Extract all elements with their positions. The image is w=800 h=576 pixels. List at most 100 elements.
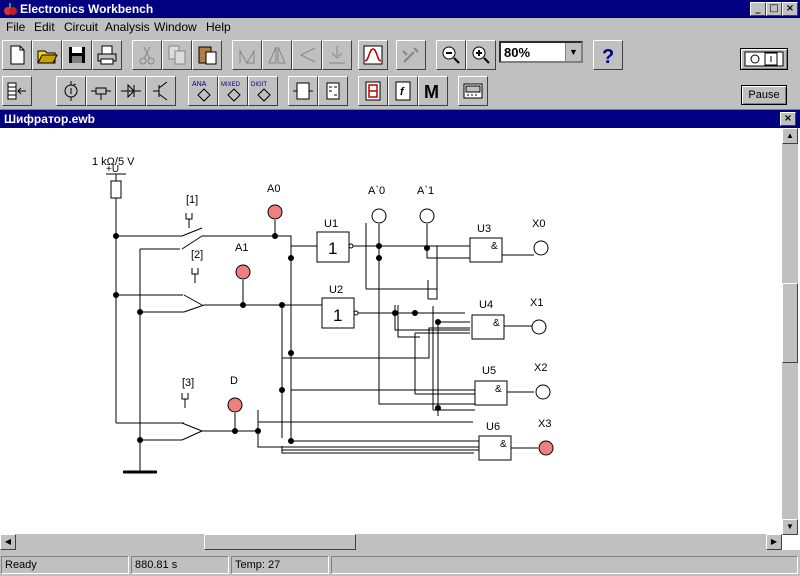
gate-u6-symbol: & [500,439,507,450]
menu-edit[interactable]: Edit [34,20,55,34]
switch-1-label: [1] [186,194,198,206]
menu-bar: File Edit Circuit Analysis Window Help [0,18,800,37]
probe-d[interactable] [227,397,243,413]
scroll-down-button[interactable]: ▼ [782,519,798,535]
flip-flop-icon [326,82,340,100]
diodes-bin-button[interactable] [116,76,146,106]
flip-horizontal-icon [268,46,286,64]
copy-button[interactable] [162,40,192,70]
logic-gates-bin-button[interactable] [288,76,318,106]
minimize-button[interactable]: _ [750,2,766,16]
document-close-button[interactable]: × [780,112,796,126]
menu-help[interactable]: Help [206,20,231,34]
status-time: 880.81 s [131,556,229,574]
inverter-bubble-u2 [353,310,359,316]
paste-button[interactable] [192,40,222,70]
menu-file[interactable]: File [6,20,26,34]
miscellaneous-bin-button[interactable]: M [418,76,448,106]
help-topics-button[interactable] [396,40,426,70]
gate-u6[interactable] [478,435,512,461]
scroll-right-button[interactable]: ▶ [766,534,782,550]
probe-a0-inv-label: A`0 [368,185,385,197]
print-button[interactable] [92,40,122,70]
transistor-icon [153,81,168,101]
menu-circuit[interactable]: Circuit [64,20,99,34]
chevron-down-icon[interactable]: ▼ [565,43,581,61]
zoom-out-button[interactable] [436,40,466,70]
app-title-bar: Electronics Workbench _ □ × [0,0,800,18]
zoom-in-button[interactable] [466,40,496,70]
maximize-button[interactable]: □ [766,2,782,16]
instruments-bin-button[interactable] [458,76,488,106]
vertical-scrollbar[interactable]: ▲ ▼ [782,128,798,535]
probe-x1-label: X1 [530,297,543,309]
close-button[interactable]: × [782,2,798,16]
scroll-up-button[interactable]: ▲ [782,128,798,144]
floppy-disk-icon [69,47,85,63]
rotate-button[interactable] [232,40,262,70]
digital-ic-icon: DIGIT [251,82,271,102]
cut-button[interactable] [132,40,162,70]
gate-u1-symbol: 1 [328,239,337,258]
gate-u4[interactable] [471,314,505,340]
probe-x3[interactable] [538,440,554,456]
controls-bin-button[interactable]: f [388,76,418,106]
meter-label: M [424,82,439,102]
status-temp: Temp: 27 [231,556,329,574]
pause-button[interactable]: Pause [741,85,787,105]
gate-u3[interactable] [469,237,503,263]
flip-vertical-button[interactable] [292,40,322,70]
status-empty [331,556,798,574]
gate-u1-label: U1 [324,218,338,230]
indicators-bin-button[interactable] [358,76,388,106]
menu-analysis[interactable]: Analysis [105,20,150,34]
sources-bin-button[interactable]: + [56,76,86,106]
probe-a0-label: A0 [267,183,280,195]
junctions [113,233,441,444]
menu-window[interactable]: Window [154,20,197,34]
ana-label: ANA [192,81,207,88]
horizontal-scroll-thumb[interactable] [204,534,356,550]
parts-bin-toggle-button[interactable] [2,76,32,106]
mixed-ics-bin-button[interactable]: MIXED [218,76,248,106]
transistors-bin-button[interactable] [146,76,176,106]
document-title-bar: Шифратор.ewb × [0,110,800,128]
parts-bin-icon [7,82,26,100]
new-button[interactable] [2,40,32,70]
source-label: 1 kΩ/5 V [92,156,135,168]
gate-u3-symbol: & [491,241,498,252]
probe-d-label: D [230,375,238,387]
switch-2-label: [2] [191,249,203,261]
save-button[interactable] [62,40,92,70]
digital-ics-bin-button[interactable]: DIGIT [248,76,278,106]
probe-a0[interactable] [267,204,283,220]
analog-ics-bin-button[interactable]: ANA [188,76,218,106]
mixed-label: MIXED [221,82,241,88]
probe-x1[interactable] [531,319,547,335]
probe-x0[interactable] [533,240,549,256]
help-button[interactable]: ? [593,40,623,70]
create-subcircuit-button[interactable] [358,40,388,70]
horizontal-scrollbar[interactable]: ◀ ▶ [0,534,782,550]
probe-a1-inv[interactable] [419,208,435,224]
flip-horizontal-button[interactable] [262,40,292,70]
switch-3-label: [3] [182,377,194,389]
gate-u4-label: U4 [479,299,493,311]
basic-bin-button[interactable] [86,76,116,106]
probe-a0-inv[interactable] [371,208,387,224]
open-button[interactable] [32,40,62,70]
gate-u2-label: U2 [329,284,343,296]
gate-u5[interactable] [474,380,508,406]
probe-x2[interactable] [535,384,551,400]
vertical-scroll-thumb[interactable] [782,283,798,363]
zoom-in-icon [472,46,490,64]
source-icon: + [64,81,78,101]
document-title: Шифратор.ewb [4,112,95,126]
digital-bin-button[interactable] [318,76,348,106]
scroll-left-button[interactable]: ◀ [0,534,16,550]
zoom-select[interactable]: 80% ▼ [499,41,583,63]
power-switch[interactable] [740,48,788,70]
circuit-canvas[interactable]: 1 kΩ/5 V +U [1] [2] [3] A0 A1 D A`0 A`1 … [0,128,782,535]
probe-a1[interactable] [235,264,251,280]
component-properties-button[interactable] [322,40,352,70]
